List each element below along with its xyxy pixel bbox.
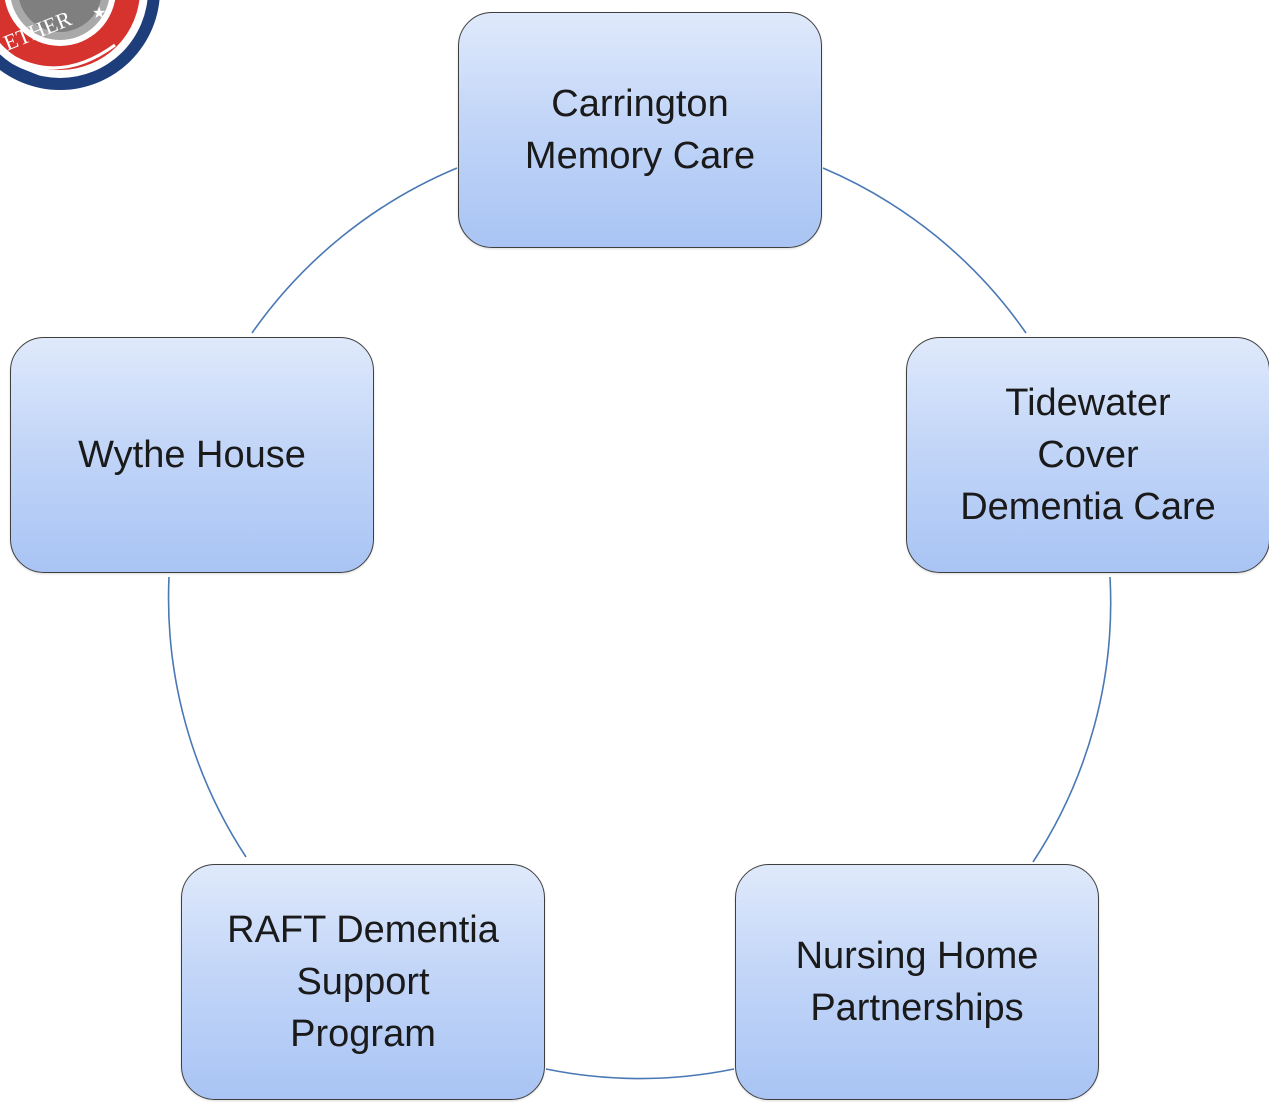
connector-arcs xyxy=(167,167,1112,1080)
seal-star: ★ xyxy=(92,3,106,22)
node-nursing-home-partnerships: Nursing Home Partnerships xyxy=(735,864,1099,1100)
connector-raft-wythe xyxy=(167,576,247,858)
connector-wythe-carrington xyxy=(251,167,458,334)
node-tidewater-dementia-care: Tidewater Cover Dementia Care xyxy=(906,337,1269,573)
seal-logo: ETHER ★ xyxy=(0,0,160,90)
connector-nursing-raft xyxy=(545,1068,735,1080)
node-label: Tidewater Cover Dementia Care xyxy=(960,382,1216,528)
node-label: Wythe House xyxy=(78,434,306,476)
node-label: Nursing Home Partnerships xyxy=(795,935,1039,1029)
node-label: RAFT Dementia Support Program xyxy=(227,909,499,1055)
node-label: Carrington Memory Care xyxy=(524,83,756,177)
node-wythe-house: Wythe House xyxy=(10,337,374,573)
connector-carrington-tidewater xyxy=(822,167,1027,334)
node-carrington-memory-care: Carrington Memory Care xyxy=(458,12,822,248)
node-raft-dementia-support: RAFT Dementia Support Program xyxy=(181,864,545,1100)
connector-tidewater-nursing xyxy=(1032,576,1112,863)
